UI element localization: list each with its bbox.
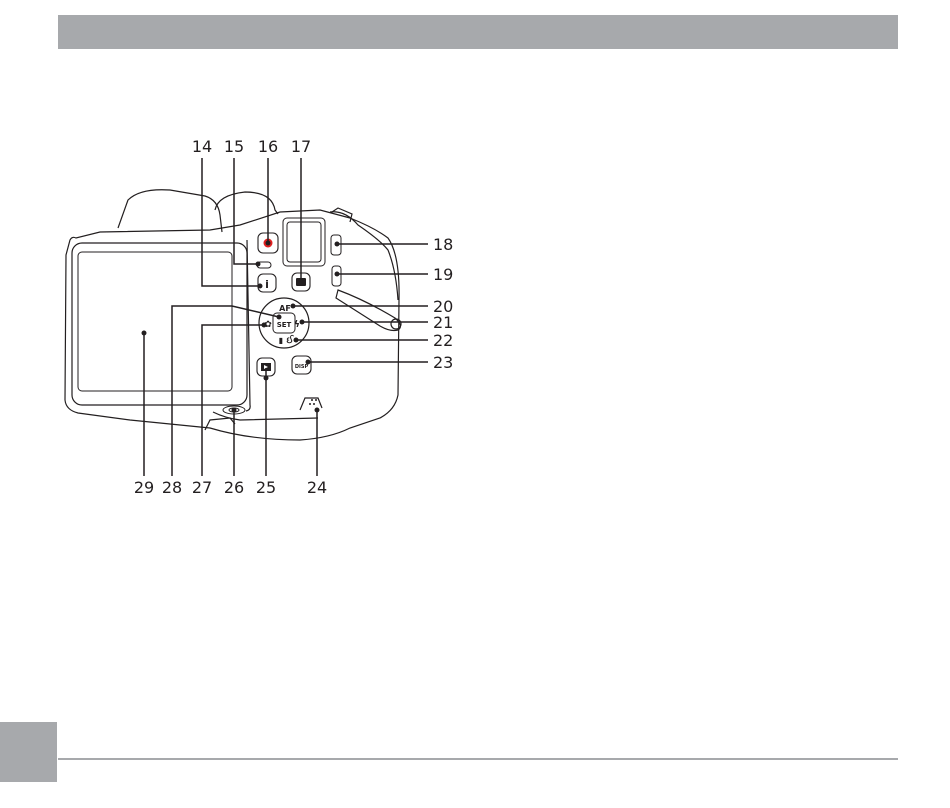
disp-button: DISP	[292, 356, 311, 374]
disp-button-label: DISP	[295, 364, 309, 370]
callout-28: 28	[162, 478, 182, 497]
info-button: i	[258, 274, 276, 292]
self-timer-icon: ઈ	[287, 334, 295, 346]
page-tab-marker	[0, 722, 57, 782]
viewfinder	[283, 218, 325, 266]
speaker-grille	[309, 399, 317, 405]
delete-icon: ▮	[279, 336, 283, 345]
callout-17: 17	[291, 137, 311, 156]
svg-text:i: i	[265, 278, 269, 291]
callout-18: 18	[433, 235, 453, 254]
callout-23: 23	[433, 353, 453, 372]
af-button-label: AF	[279, 304, 291, 313]
callout-27: 27	[192, 478, 212, 497]
footer-rule	[58, 758, 898, 760]
callout-26: 26	[224, 478, 244, 497]
callout-22: 22	[433, 331, 453, 350]
callout-14: 14	[192, 137, 212, 156]
callout-21: 21	[433, 313, 453, 332]
callout-19: 19	[433, 265, 453, 284]
callout-15: 15	[224, 137, 244, 156]
set-button-label: SET	[277, 321, 292, 329]
camera-body	[65, 190, 401, 440]
callout-16: 16	[258, 137, 278, 156]
callout-29: 29	[134, 478, 154, 497]
lcd-screen	[72, 243, 247, 405]
callout-24: 24	[307, 478, 327, 497]
flash-icon: ϟ	[294, 320, 300, 330]
callout-25: 25	[256, 478, 276, 497]
